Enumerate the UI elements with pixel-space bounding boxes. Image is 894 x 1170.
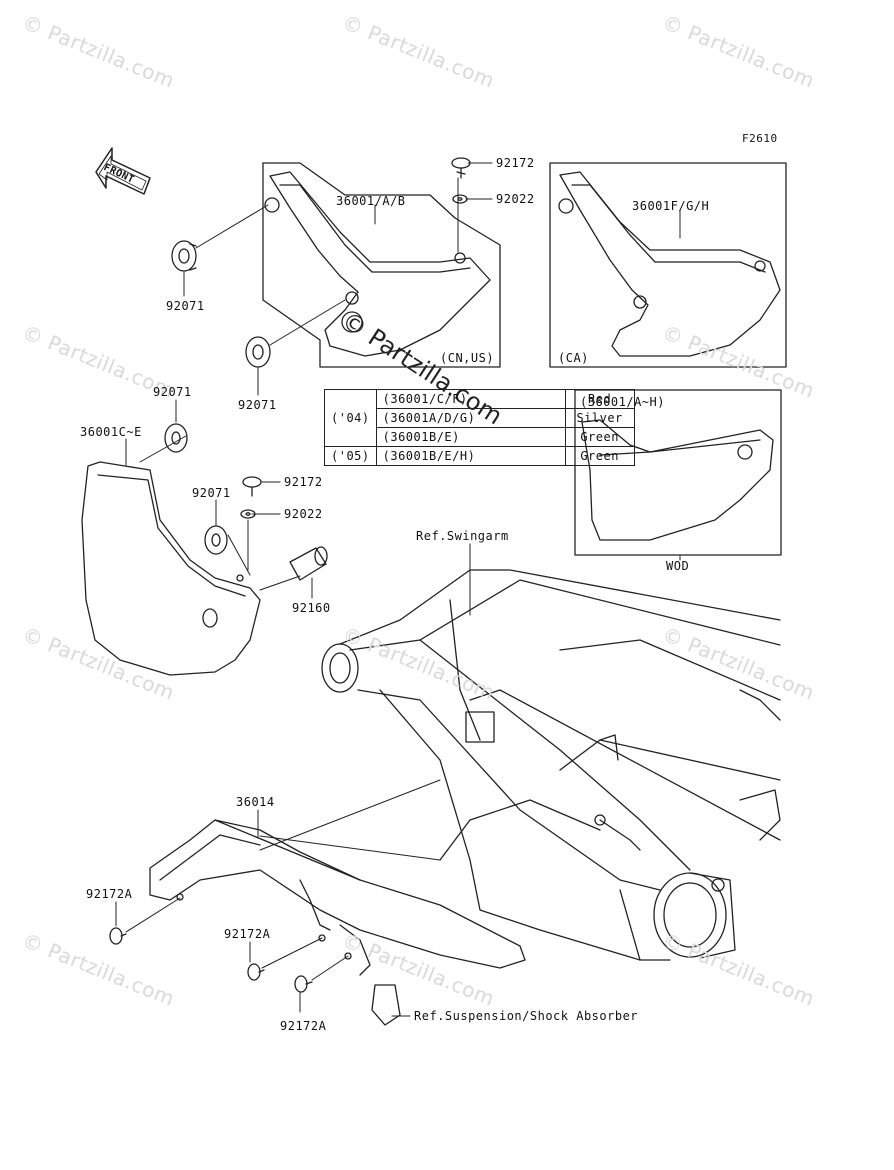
part-label-92172-top: 92172 <box>496 156 535 170</box>
bolt-92172a-3 <box>294 975 313 993</box>
swingarm <box>321 569 781 961</box>
table-cell-part: (36001/C/F) <box>375 389 566 409</box>
variant-label-ca: (CA) <box>558 351 589 365</box>
color-table: ('04) (36001/C/F) Red (36001A/D/G) Silve… <box>324 389 635 466</box>
collar-92160 <box>289 546 328 581</box>
variant-label-cn-us: (CN,US) <box>440 351 495 365</box>
figure-code: F2610 <box>742 132 778 145</box>
table-row: (36001B/E) Green <box>325 427 635 447</box>
grommet-92071-a <box>171 240 197 272</box>
chain-guard-36014 <box>149 819 526 1026</box>
part-label-92022-top: 92022 <box>496 192 535 206</box>
screw-92172-mid <box>242 476 262 497</box>
part-label-92071-b: 92071 <box>238 398 277 412</box>
table-cell-color: Green <box>564 427 635 447</box>
part-label-92071-a: 92071 <box>166 299 205 313</box>
table-row: (36001A/D/G) Silver <box>325 408 635 428</box>
table-cell-color: Silver <box>564 408 635 428</box>
leader-lines-lower <box>115 779 441 1017</box>
part-label-92172a-2: 92172A <box>224 927 271 941</box>
table-row: ('05) (36001B/E/H) Green <box>324 446 635 466</box>
part-label-92071-c: 92071 <box>153 385 192 399</box>
part-label-92022-mid: 92022 <box>284 507 323 521</box>
table-cell-part: (36001B/E) <box>375 427 566 447</box>
part-label-36014: 36014 <box>236 795 275 809</box>
ref-label-suspension: Ref.Suspension/Shock Absorber <box>414 1009 639 1023</box>
bolt-92172a-2 <box>247 963 265 981</box>
table-cell-year: ('04) <box>324 389 377 447</box>
part-label-92160: 92160 <box>292 601 331 615</box>
part-label-92172-mid: 92172 <box>284 475 323 489</box>
side-cover-ca <box>558 171 781 357</box>
part-label-92071-d: 92071 <box>192 486 231 500</box>
grommet-92071-b <box>245 336 271 368</box>
grommet-92071-c <box>164 423 188 453</box>
bolt-92172a-1 <box>109 927 127 945</box>
washer-92022-mid <box>240 509 256 519</box>
table-cell-color: Red <box>564 389 635 409</box>
grommet-92071-d <box>204 525 228 555</box>
wod-panel-frame <box>574 389 782 556</box>
table-cell-color: Green <box>564 446 635 466</box>
table-row: ('04) (36001/C/F) Red <box>324 389 635 447</box>
side-cover-36001ce <box>81 461 261 676</box>
part-label-92172a-1: 92172A <box>86 887 133 901</box>
part-label-36001ab: 36001/A/B <box>336 194 406 208</box>
screw-92172-top <box>451 157 471 179</box>
front-arrow-icon <box>95 147 151 195</box>
table-cell-part: (36001B/E/H) <box>375 446 566 466</box>
table-cell-part: (36001A/D/G) <box>375 408 566 428</box>
part-label-36001ce: 36001C~E <box>80 425 142 439</box>
part-label-92172a-3: 92172A <box>280 1019 327 1033</box>
leader-lines-upper <box>125 162 681 616</box>
wod-label: WOD <box>666 559 690 573</box>
table-cell-year: ('05) <box>324 446 377 466</box>
side-cover-ca-frame <box>549 162 787 368</box>
part-label-36001fgh: 36001F/G/H <box>632 199 710 213</box>
ref-label-swingarm: Ref.Swingarm <box>416 529 509 543</box>
side-cover-cn-us <box>264 171 491 357</box>
washer-92022-top <box>452 194 468 204</box>
